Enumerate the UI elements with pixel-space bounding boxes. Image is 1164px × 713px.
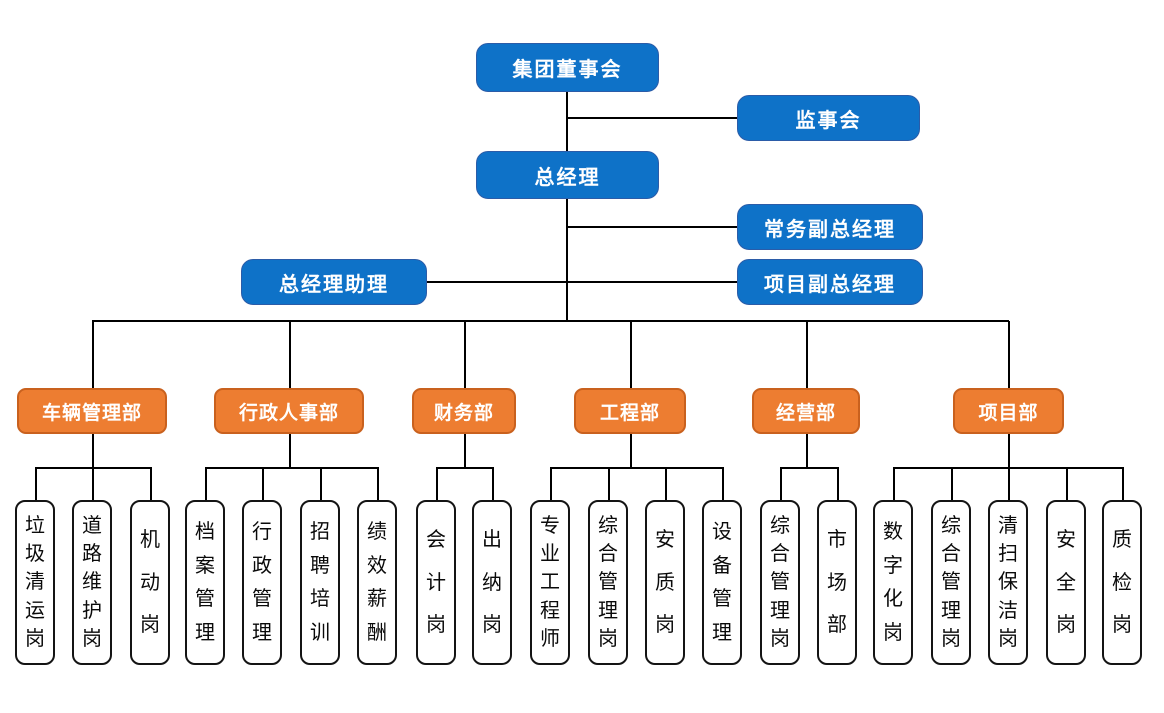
connector-drop-dept-1: [92, 321, 94, 388]
node-dept-operations: 经营部: [752, 388, 860, 434]
connector-g2-drop1: [205, 467, 207, 500]
connector-drop-dept-5: [806, 321, 808, 388]
node-pos-general-management-ops: 综合管理岗: [760, 500, 800, 665]
connector-g4-drop4: [722, 467, 724, 500]
connector-g1-drop1: [35, 467, 37, 500]
node-pos-performance-payroll: 绩效薪酬: [357, 500, 397, 665]
node-executive-deputy-gm: 常务副总经理: [737, 204, 923, 250]
connector-g5-bus: [780, 467, 838, 469]
node-pos-mobile: 机动岗: [130, 500, 170, 665]
connector-g3-stem: [464, 434, 466, 467]
connector-g6-drop4: [1066, 467, 1068, 500]
node-project-deputy-gm: 项目副总经理: [737, 259, 923, 305]
connector-g5-stem: [806, 434, 808, 467]
node-pos-professional-engineer: 专业工程师: [530, 500, 570, 665]
connector-g2-drop4: [377, 467, 379, 500]
connector-g3-drop1: [436, 467, 438, 500]
connector-trunk-gm-bus: [565, 199, 568, 321]
node-dept-engineering: 工程部: [574, 388, 686, 434]
node-pos-quality-inspection: 质检岗: [1102, 500, 1142, 665]
connector-g3-drop2: [492, 467, 494, 500]
connector-g4-drop1: [550, 467, 552, 500]
connector-g2-stem: [289, 434, 291, 467]
node-supervisory-board: 监事会: [737, 95, 920, 141]
node-pos-safety-quality: 安质岗: [645, 500, 685, 665]
connector-assistant-project-deputy: [427, 281, 737, 283]
node-pos-cleaning: 清扫保洁岗: [988, 500, 1028, 665]
connector-g6-drop2: [951, 467, 953, 500]
node-dept-project: 项目部: [953, 388, 1064, 434]
connector-department-bus: [92, 320, 1009, 322]
connector-g4-bus: [550, 467, 723, 469]
node-pos-admin-management: 行政管理: [242, 500, 282, 665]
node-pos-archives: 档案管理: [185, 500, 225, 665]
connector-g2-drop3: [320, 467, 322, 500]
node-pos-market: 市场部: [817, 500, 857, 665]
connector-g6-drop5: [1122, 467, 1124, 500]
node-dept-finance: 财务部: [412, 388, 516, 434]
connector-g3-bus: [436, 467, 493, 469]
node-pos-equipment-management: 设备管理: [702, 500, 742, 665]
connector-drop-dept-2: [289, 321, 291, 388]
connector-drop-dept-3: [464, 321, 466, 388]
connector-trunk-board-gm: [566, 92, 568, 151]
connector-g4-drop3: [665, 467, 667, 500]
connector-g6-bus: [893, 467, 1123, 469]
connector-supervisory: [566, 117, 737, 119]
connector-exec-deputy: [566, 226, 737, 228]
node-pos-safety: 安全岗: [1046, 500, 1086, 665]
node-pos-general-management-proj: 综合管理岗: [931, 500, 971, 665]
node-pos-garbage-collection: 垃圾清运岗: [15, 500, 55, 665]
node-pos-accounting: 会计岗: [416, 500, 456, 665]
connector-g6-drop1: [893, 467, 895, 500]
connector-g5-drop2: [837, 467, 839, 500]
node-pos-digitalization: 数字化岗: [873, 500, 913, 665]
connector-drop-dept-4: [630, 321, 632, 388]
node-general-manager: 总经理: [476, 151, 659, 199]
node-gm-assistant: 总经理助理: [241, 259, 427, 305]
node-dept-vehicle-management: 车辆管理部: [17, 388, 167, 434]
node-dept-admin-hr: 行政人事部: [214, 388, 364, 434]
connector-g1-drop3: [150, 467, 152, 500]
connector-g2-drop2: [262, 467, 264, 500]
connector-g1-bus: [35, 467, 151, 469]
node-pos-general-management-eng: 综合管理岗: [588, 500, 628, 665]
node-pos-recruiting-training: 招聘培训: [300, 500, 340, 665]
node-pos-cashier: 出纳岗: [472, 500, 512, 665]
connector-g5-drop1: [780, 467, 782, 500]
node-pos-road-maintenance: 道路维护岗: [72, 500, 112, 665]
node-board: 集团董事会: [476, 43, 659, 92]
connector-g4-drop2: [608, 467, 610, 500]
connector-g4-stem: [630, 434, 632, 467]
connector-g2-bus: [205, 467, 378, 469]
connector-drop-dept-6: [1008, 321, 1010, 388]
